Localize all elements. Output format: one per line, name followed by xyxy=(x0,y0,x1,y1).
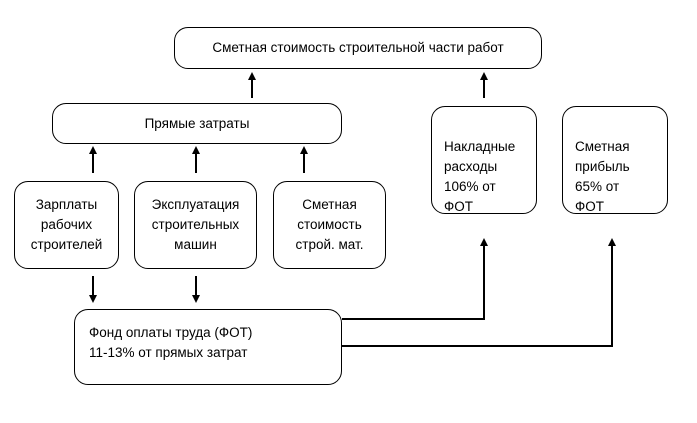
materials-box: Сметная стоимость строй. мат. xyxy=(273,181,386,269)
arrow-payroll-to-profit xyxy=(342,238,616,347)
payroll-share: 11-13% от прямых затрат xyxy=(89,345,248,360)
machines-label: Эксплуатация строительных машин xyxy=(151,197,240,252)
direct-costs-label: Прямые затраты xyxy=(144,115,250,131)
payroll-box: Фонд оплаты труда (ФОТ) 11-13% от прямых… xyxy=(74,309,342,385)
arrow-payroll-to-overhead xyxy=(342,238,488,320)
profit-label: Сметная прибыль 65% от ФОТ xyxy=(575,139,630,214)
wages-box: Зарплаты рабочих строителей xyxy=(14,181,119,269)
profit-box: Сметная прибыль 65% от ФОТ xyxy=(562,106,668,214)
machines-box: Эксплуатация строительных машин xyxy=(134,181,257,269)
wages-label: Зарплаты рабочих строителей xyxy=(30,197,103,252)
direct-costs-box: Прямые затраты xyxy=(52,103,342,144)
payroll-title: Фонд оплаты труда (ФОТ) xyxy=(89,325,253,340)
materials-label: Сметная стоимость строй. мат. xyxy=(295,197,364,252)
total-cost-box: Сметная стоимость строительной части раб… xyxy=(174,27,542,69)
overhead-box: Накладные расходы 106% от ФОТ xyxy=(431,106,537,214)
total-cost-label: Сметная стоимость строительной части раб… xyxy=(212,40,504,55)
overhead-label: Накладные расходы 106% от ФОТ xyxy=(444,139,516,214)
